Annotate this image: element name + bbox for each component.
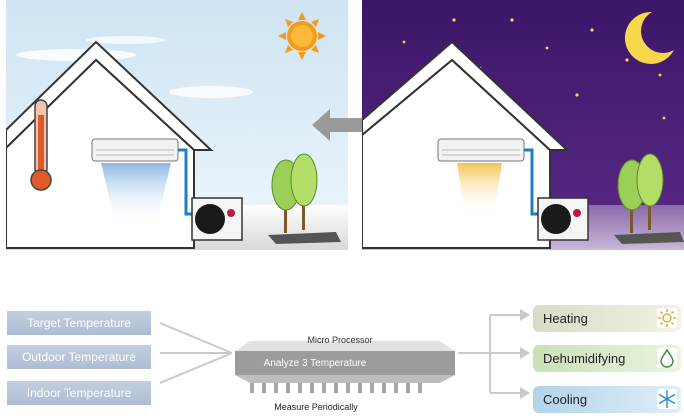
mode-cooling: Cooling [533, 386, 681, 413]
sun-icon [657, 308, 677, 328]
measure-caption: Measure Periodically [246, 402, 386, 412]
indoor-ac-unit [438, 139, 524, 161]
day-scene [6, 0, 348, 250]
mode-dehumidifying-label: Dehumidifying [543, 345, 625, 372]
chip-text: Analyze 3 Temperature [240, 358, 390, 369]
mode-dehumidifying: Dehumidifying [533, 345, 681, 372]
outdoor-ac-unit [192, 198, 242, 240]
outdoor-ac-unit [538, 198, 588, 240]
snowflake-icon [657, 389, 677, 409]
mode-cooling-label: Cooling [543, 386, 587, 413]
mode-heating: Heating [533, 305, 681, 332]
indoor-ac-unit [92, 139, 178, 161]
water-drop-icon [657, 348, 677, 368]
micro-processor-title: Micro Processor [285, 335, 395, 345]
sun-icon [278, 12, 326, 60]
input-outdoor-temperature: Outdoor Temperature [7, 345, 151, 369]
mode-heating-label: Heating [543, 305, 588, 332]
input-target-temperature: Target Temperature [7, 311, 151, 335]
input-indoor-temperature: Indoor Temperature [7, 381, 151, 405]
night-scene [362, 0, 684, 250]
